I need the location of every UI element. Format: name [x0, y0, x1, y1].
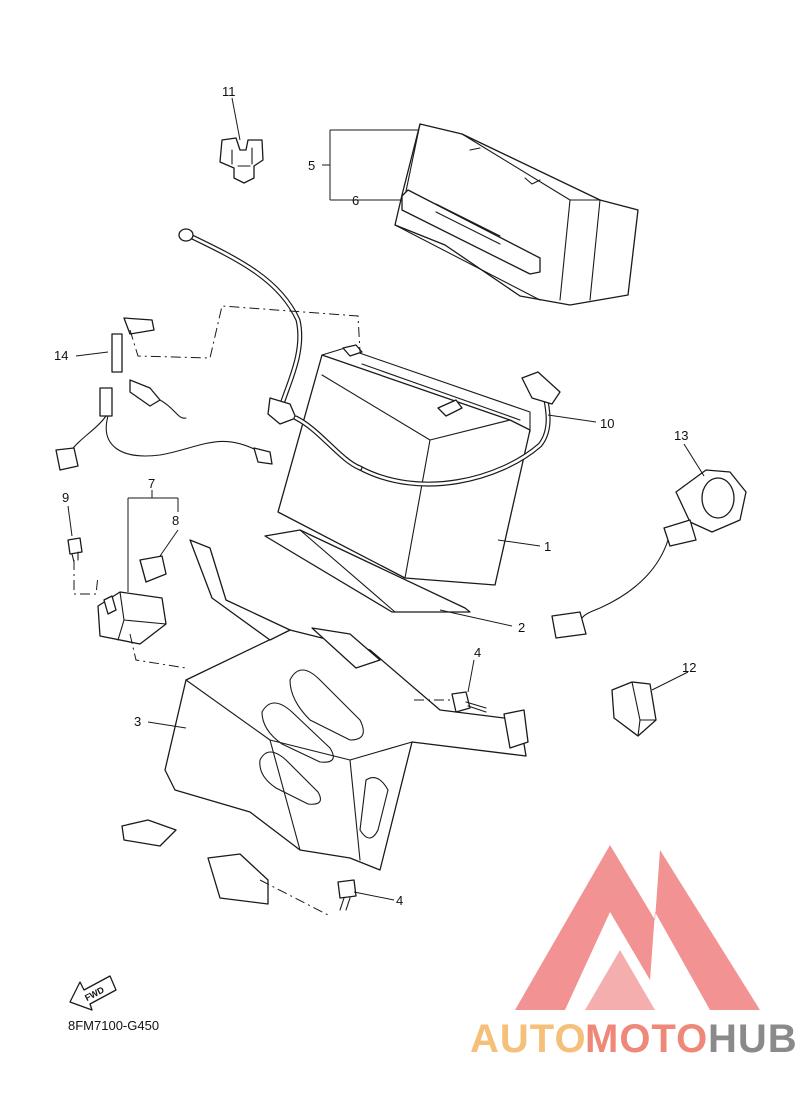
callout-13: 13 [674, 428, 688, 443]
callout-14: 14 [54, 348, 68, 363]
part-2-battery-pad [264, 529, 471, 613]
part-1-battery [277, 344, 531, 586]
callout-12: 12 [682, 660, 696, 675]
watermark-auto: AUTO [470, 1017, 587, 1061]
callout-11: 11 [222, 84, 236, 99]
part-4-bolt-upper [451, 691, 487, 713]
callout-5: 5 [308, 158, 315, 173]
watermark-hub: HUB [708, 1017, 798, 1061]
callout-1: 1 [544, 539, 551, 554]
callout-4-lower: 4 [396, 893, 403, 908]
part-14-harness [55, 317, 273, 471]
watermark-moto: MOTO [585, 1017, 708, 1061]
part-7-relay [97, 591, 167, 645]
drawing-code: 8FM7100-G450 [68, 1018, 159, 1033]
negative-cable [178, 228, 363, 471]
part-4-bolt-lower [337, 879, 357, 911]
part-12-cap [611, 681, 657, 737]
part-10-positive-cable [357, 371, 561, 487]
watermark-logo-icon [515, 845, 760, 1010]
part-13-socket [551, 469, 747, 639]
callout-3: 3 [134, 714, 141, 729]
callout-9: 9 [62, 490, 69, 505]
part-8-fuse [139, 555, 167, 583]
callout-6: 6 [352, 193, 359, 208]
fwd-arrow: FWD [69, 975, 117, 1011]
callout-4-upper: 4 [474, 645, 481, 660]
leader-lines [67, 97, 705, 917]
part-11-clamp [219, 137, 264, 184]
part-9-bolt [67, 537, 83, 563]
callout-numbers: 11 5 6 14 10 13 7 9 8 1 2 4 12 3 4 [54, 84, 696, 908]
part-3-battery-box [121, 539, 529, 905]
callout-8: 8 [172, 513, 179, 528]
part-5-battery-cover [394, 123, 639, 306]
callout-2: 2 [518, 620, 525, 635]
watermark-brand: AUTO MOTO HUB [470, 1017, 798, 1061]
callout-10: 10 [600, 416, 614, 431]
callout-7: 7 [148, 476, 155, 491]
part-6-strap [401, 189, 541, 275]
